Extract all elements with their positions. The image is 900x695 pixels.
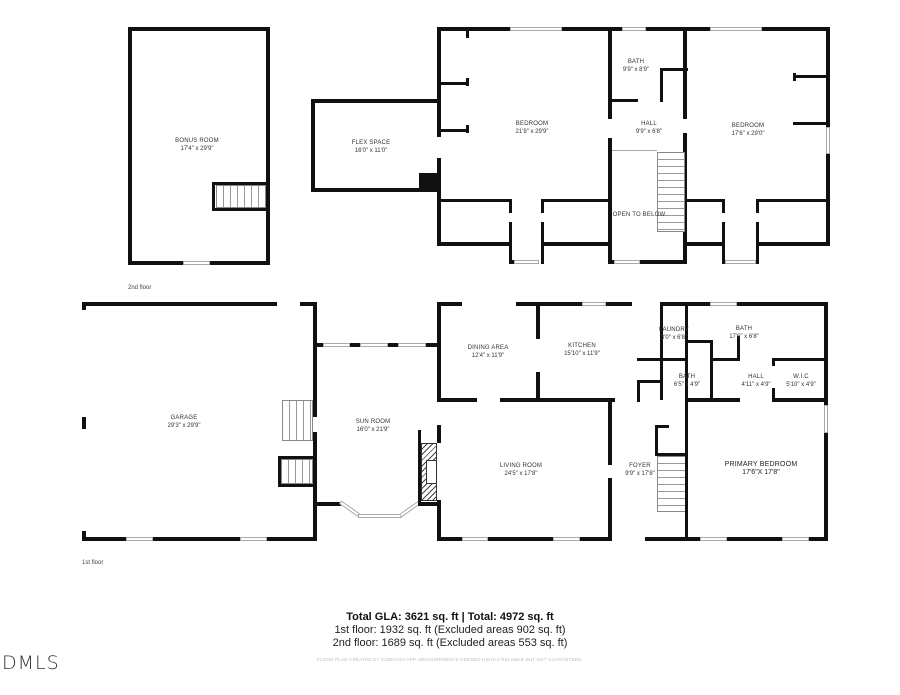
room-foyer: FOYER 9'9" x 17'8" bbox=[625, 463, 655, 477]
room-laundry: LAUNDRY 3'0" x 6'8" bbox=[659, 327, 689, 341]
floor-label-2nd: 2nd floor bbox=[128, 285, 152, 291]
room-primary-bedroom: PRIMARY BEDROOM 17'6"X 17'8" bbox=[724, 461, 798, 476]
room-kitchen: KITCHEN 15'10" x 11'9" bbox=[564, 343, 600, 357]
second-floor-area: 2nd floor: 1689 sq. ft (Excluded areas 5… bbox=[332, 637, 568, 649]
room-garage: GARAGE 29'3" x 29'9" bbox=[167, 415, 201, 429]
room-hall-2nd: HALL 9'9" x 6'8" bbox=[635, 121, 663, 135]
room-living-room: LIVING ROOM 24'5" x 17'8" bbox=[499, 463, 543, 477]
room-wic: W.I.C 5'10" x 4'9" bbox=[786, 374, 816, 388]
room-flex-space: FLEX SPACE 16'0" x 11'0" bbox=[351, 140, 391, 154]
room-dining-area: DINING AREA 12'4" x 11'9" bbox=[467, 345, 509, 359]
room-hall-1st: HALL 4'11" x 4'9" bbox=[741, 374, 771, 388]
room-bedroom-2: BEDROOM 17'6" x 29'0" bbox=[731, 123, 765, 137]
disclaimer: FLOOR PLAN CREATED BY CUBICASA APP. MEAS… bbox=[317, 657, 583, 662]
room-open-to-below: OPEN TO BELOW bbox=[612, 212, 666, 218]
room-bath-half: BATH 6'5" x 4'9" bbox=[673, 374, 701, 388]
room-bath-primary: BATH 17'6" x 6'8" bbox=[729, 326, 759, 340]
room-bedroom-1: BEDROOM 21'9" x 29'9" bbox=[515, 121, 549, 135]
total-gla: Total GLA: 3621 sq. ft | Total: 4972 sq.… bbox=[346, 611, 554, 623]
dmls-logo: DMLS bbox=[2, 652, 60, 674]
room-bath-2nd: BATH 9'9" x 8'9" bbox=[622, 59, 650, 73]
floor-label-1st: 1st floor bbox=[82, 560, 104, 566]
room-bonus-room: BONUS ROOM 17'4" x 29'9" bbox=[175, 138, 219, 152]
first-floor-area: 1st floor: 1932 sq. ft (Excluded areas 9… bbox=[334, 624, 566, 636]
room-sun-room: SUN ROOM 16'0" x 21'9" bbox=[355, 419, 391, 433]
area-summary: Total GLA: 3621 sq. ft | Total: 4972 sq.… bbox=[0, 611, 900, 650]
